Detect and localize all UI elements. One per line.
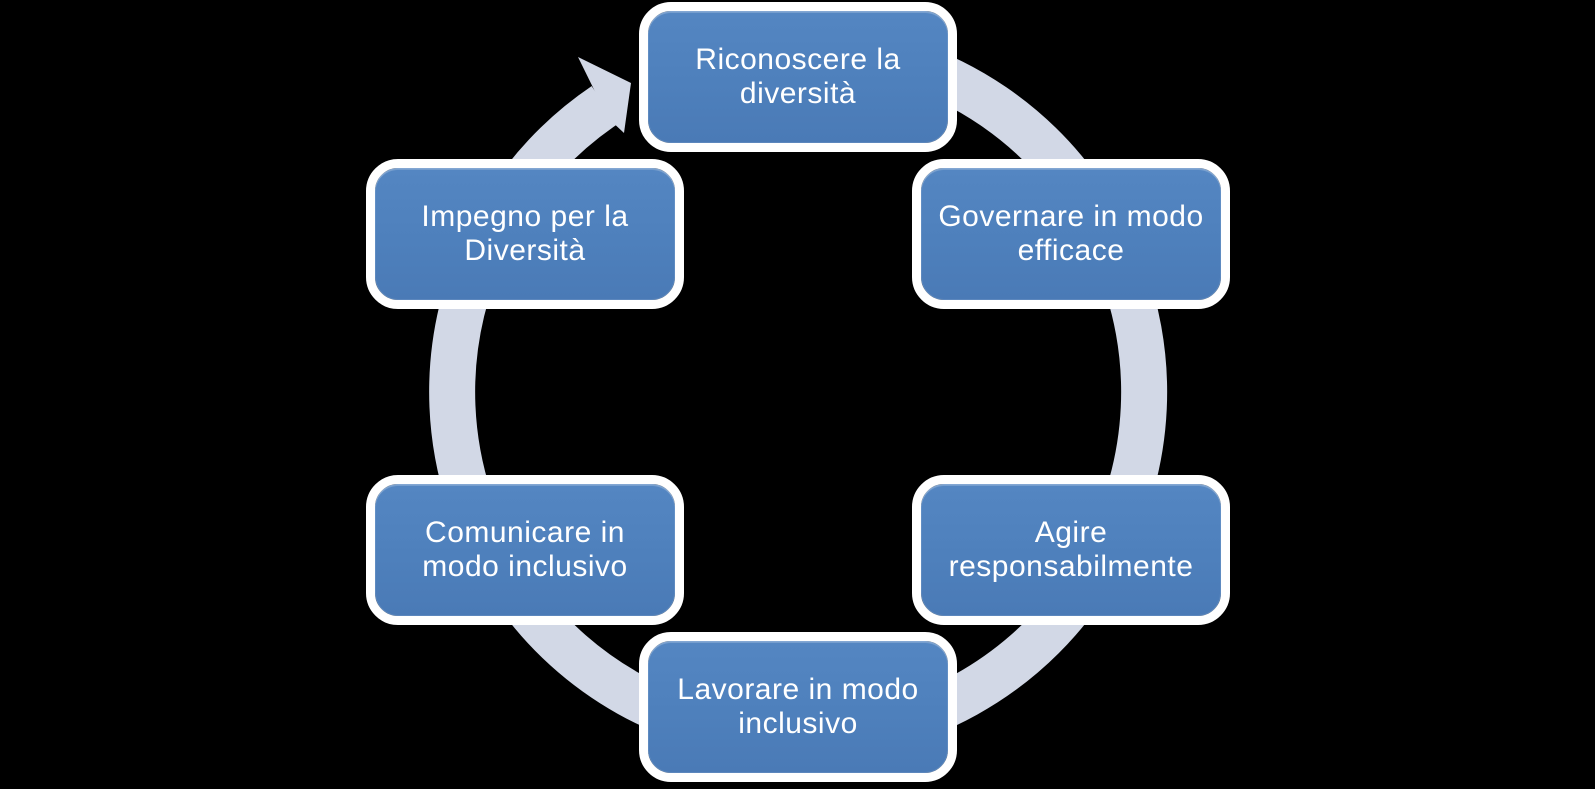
cycle-node-label: Impegno per la Diversità <box>421 199 629 268</box>
cycle-node-label: Governare in modo efficace <box>938 199 1204 268</box>
cycle-node-label: Riconoscere la diversità <box>695 42 901 111</box>
cycle-node-top: Riconoscere la diversità <box>639 2 957 152</box>
cycle-node-bottom-right: Agire responsabilmente <box>912 475 1230 625</box>
cycle-node-bottom: Lavorare in modo inclusivo <box>639 632 957 782</box>
cycle-node-label: Agire responsabilmente <box>948 515 1194 584</box>
ring-arc <box>429 22 1168 761</box>
cycle-node-label: Lavorare in modo inclusivo <box>677 672 919 741</box>
cycle-node-bottom-left: Comunicare in modo inclusivo <box>366 475 684 625</box>
cycle-node-top-right: Governare in modo efficace <box>912 159 1230 309</box>
cycle-node-label: Comunicare in modo inclusivo <box>422 515 628 584</box>
cycle-node-top-left: Impegno per la Diversità <box>366 159 684 309</box>
ring-arrowhead-icon <box>578 57 631 133</box>
